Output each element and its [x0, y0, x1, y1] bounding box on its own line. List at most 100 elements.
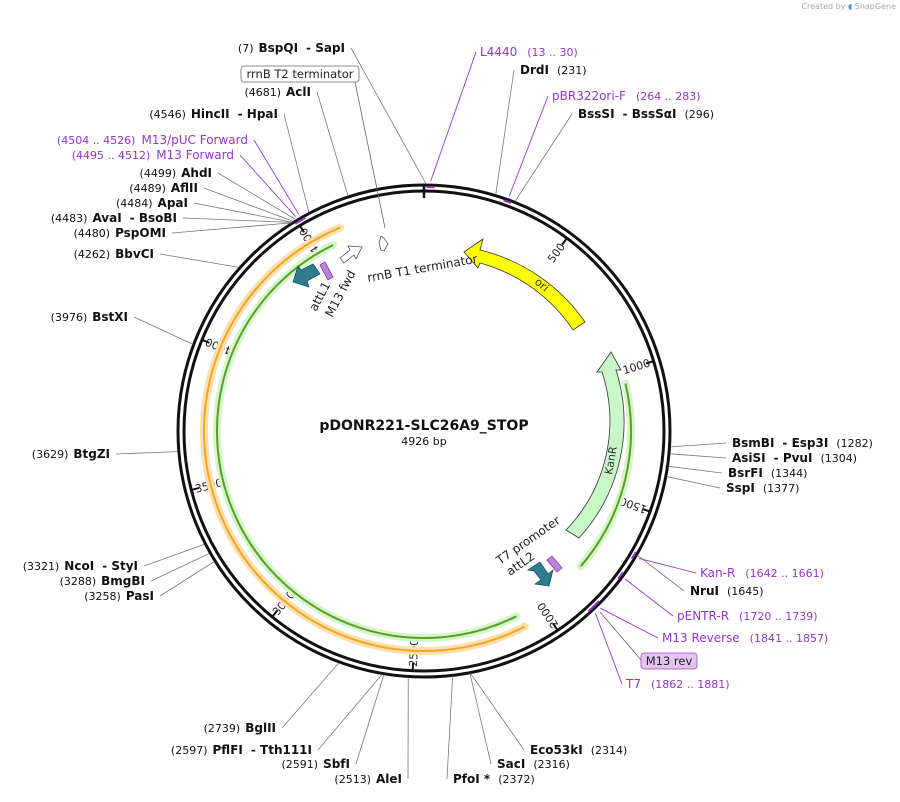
site-leader [193, 202, 293, 223]
feature-attl1[interactable] [292, 263, 321, 288]
site-leader [446, 676, 454, 780]
primer-leader [239, 154, 296, 217]
primer-name: T7 [625, 677, 641, 691]
site-coord: (4489) [129, 182, 166, 195]
site-coord: (2591) [282, 758, 319, 771]
feature-attl2[interactable] [526, 561, 554, 587]
site-name-2: - StyI [102, 559, 138, 573]
feature-ori[interactable] [463, 238, 586, 331]
site-name: BspQI [259, 41, 299, 55]
primer-label[interactable]: (4495 .. 4512)M13 Forward [72, 148, 234, 162]
site-leader [495, 69, 515, 195]
site-leader [283, 113, 310, 213]
primer-bar[interactable] [294, 218, 303, 225]
restriction-site-label[interactable]: PfoI *(2372) [453, 772, 535, 786]
orf-arc-green-right[interactable] [579, 383, 632, 567]
restriction-site-label[interactable]: (4499)AhdI [140, 166, 212, 180]
m13-rev-box[interactable] [640, 652, 698, 670]
restriction-site-label[interactable]: (4484)ApaI [116, 196, 188, 210]
primer-bar[interactable] [617, 571, 624, 580]
rrnb-t2-terminator-box[interactable] [240, 65, 360, 83]
primer-bar[interactable] [630, 551, 637, 560]
site-leader [217, 172, 297, 221]
primer-bar[interactable] [587, 605, 595, 613]
restriction-site-label[interactable]: BsmBI- Esp3I(1282) [732, 436, 873, 450]
restriction-site-label[interactable]: (3258)PasI [84, 589, 154, 603]
primer-label[interactable]: pENTR-R(1720 .. 1739) [677, 609, 818, 623]
restriction-site-label[interactable]: (3321)NcoI- StyI [23, 559, 138, 573]
rrnb-t2-leader [354, 81, 386, 229]
site-name-2: - Tth111I [251, 743, 312, 757]
orf-arc-orange[interactable] [203, 226, 526, 652]
primer-label[interactable]: M13 Reverse(1841 .. 1857) [662, 631, 828, 645]
site-leader [670, 442, 727, 448]
site-coord: (2316) [533, 758, 570, 771]
site-leader [317, 674, 383, 751]
site-name: PasI [126, 589, 154, 603]
primer-name: M13 Reverse [662, 631, 740, 645]
site-name: PspOMI [115, 226, 166, 240]
feature-m13-fwd[interactable] [319, 261, 334, 281]
restriction-site-label[interactable]: SacI(2316) [497, 757, 570, 771]
restriction-site-label[interactable]: (2513)AleI [334, 772, 402, 786]
site-coord: (1282) [836, 437, 873, 450]
restriction-site-label[interactable]: (7)BspQI- SapI [238, 41, 345, 55]
site-leader [281, 662, 340, 729]
restriction-site-label[interactable]: DrdI(231) [520, 63, 587, 77]
restriction-site-label[interactable]: (4681)AclI [244, 85, 311, 99]
tick-label: 1000 [621, 357, 652, 378]
feature-rrnb-t2-arrow[interactable] [378, 235, 389, 252]
site-coord: (2314) [591, 744, 628, 757]
orf-arc-green-left[interactable] [216, 244, 517, 640]
restriction-site-label[interactable]: (3976)BstXI [51, 310, 128, 324]
site-coord: (4546) [149, 108, 186, 121]
site-leader [316, 91, 349, 197]
site-leader [203, 187, 294, 222]
primer-label[interactable]: L4440(13 .. 30) [480, 45, 578, 59]
primer-leader [508, 95, 549, 197]
restriction-site-label[interactable]: (4489)AflII [129, 181, 198, 195]
feature-t7-promoter-arrow[interactable] [546, 555, 563, 573]
feature-rrnb-t1-arrow[interactable] [339, 245, 363, 264]
restriction-site-label[interactable]: (2597)PflFI- Tth111I [171, 743, 312, 757]
restriction-site-label[interactable]: Eco53kI(2314) [530, 743, 627, 757]
primer-name: pBR322ori-F [552, 89, 626, 103]
restriction-site-label[interactable]: (4483)AvaI- BsoBI [51, 211, 177, 225]
primer-label[interactable]: pBR322ori-F(264 .. 283) [552, 89, 701, 103]
feature-kanr[interactable] [565, 351, 625, 539]
restriction-site-label[interactable]: BsrFI(1344) [728, 466, 807, 480]
site-name: PflFI [213, 743, 243, 757]
site-leader [159, 561, 215, 597]
restriction-site-label[interactable]: (4480)PspOMI [73, 226, 166, 240]
site-name: BstXI [92, 310, 128, 324]
restriction-site-label[interactable]: AsiSI- PvuI(1304) [732, 451, 857, 465]
restriction-site-label[interactable]: (3629)BtgZI [32, 447, 110, 461]
site-name: AsiSI [732, 451, 766, 465]
primer-bar[interactable] [592, 600, 600, 608]
restriction-site-label[interactable]: (4262)BbvCI [74, 247, 154, 261]
snapgene-logo-icon: ◖ [847, 2, 853, 11]
feature-kanr-label: KanR [602, 445, 620, 476]
site-name: HincII [191, 107, 230, 121]
restriction-site-label[interactable]: (3288)BmgBI [60, 574, 145, 588]
site-coord: (4484) [116, 197, 153, 210]
restriction-site-label[interactable]: (4546)HincII- HpaI [149, 107, 278, 121]
site-name-2: - BsoBI [130, 211, 177, 225]
site-leader [470, 673, 525, 751]
restriction-site-label[interactable]: NruI(1645) [690, 584, 764, 598]
restriction-site-label[interactable]: (2591)SbfI [282, 757, 351, 771]
restriction-site-label[interactable]: (2739)BglII [204, 721, 276, 735]
restriction-site-label[interactable]: BssSI- BssSαI(296) [578, 107, 714, 121]
primer-label[interactable]: T7(1862 .. 1881) [625, 677, 730, 691]
primer-label[interactable]: Kan-R(1642 .. 1661) [700, 566, 824, 580]
tick-mark [201, 338, 210, 344]
primer-label[interactable]: (4504 .. 4526)M13/pUC Forward [57, 133, 248, 147]
primer-range: (1642 .. 1661) [745, 567, 824, 580]
plasmid-size: 4926 bp [401, 435, 446, 448]
site-name: BglII [245, 721, 276, 735]
site-leader [668, 465, 723, 474]
primer-bar[interactable] [503, 199, 512, 204]
site-coord: (4262) [74, 248, 111, 261]
restriction-site-label[interactable]: SspI(1377) [726, 481, 799, 495]
tick-mark [645, 360, 654, 365]
